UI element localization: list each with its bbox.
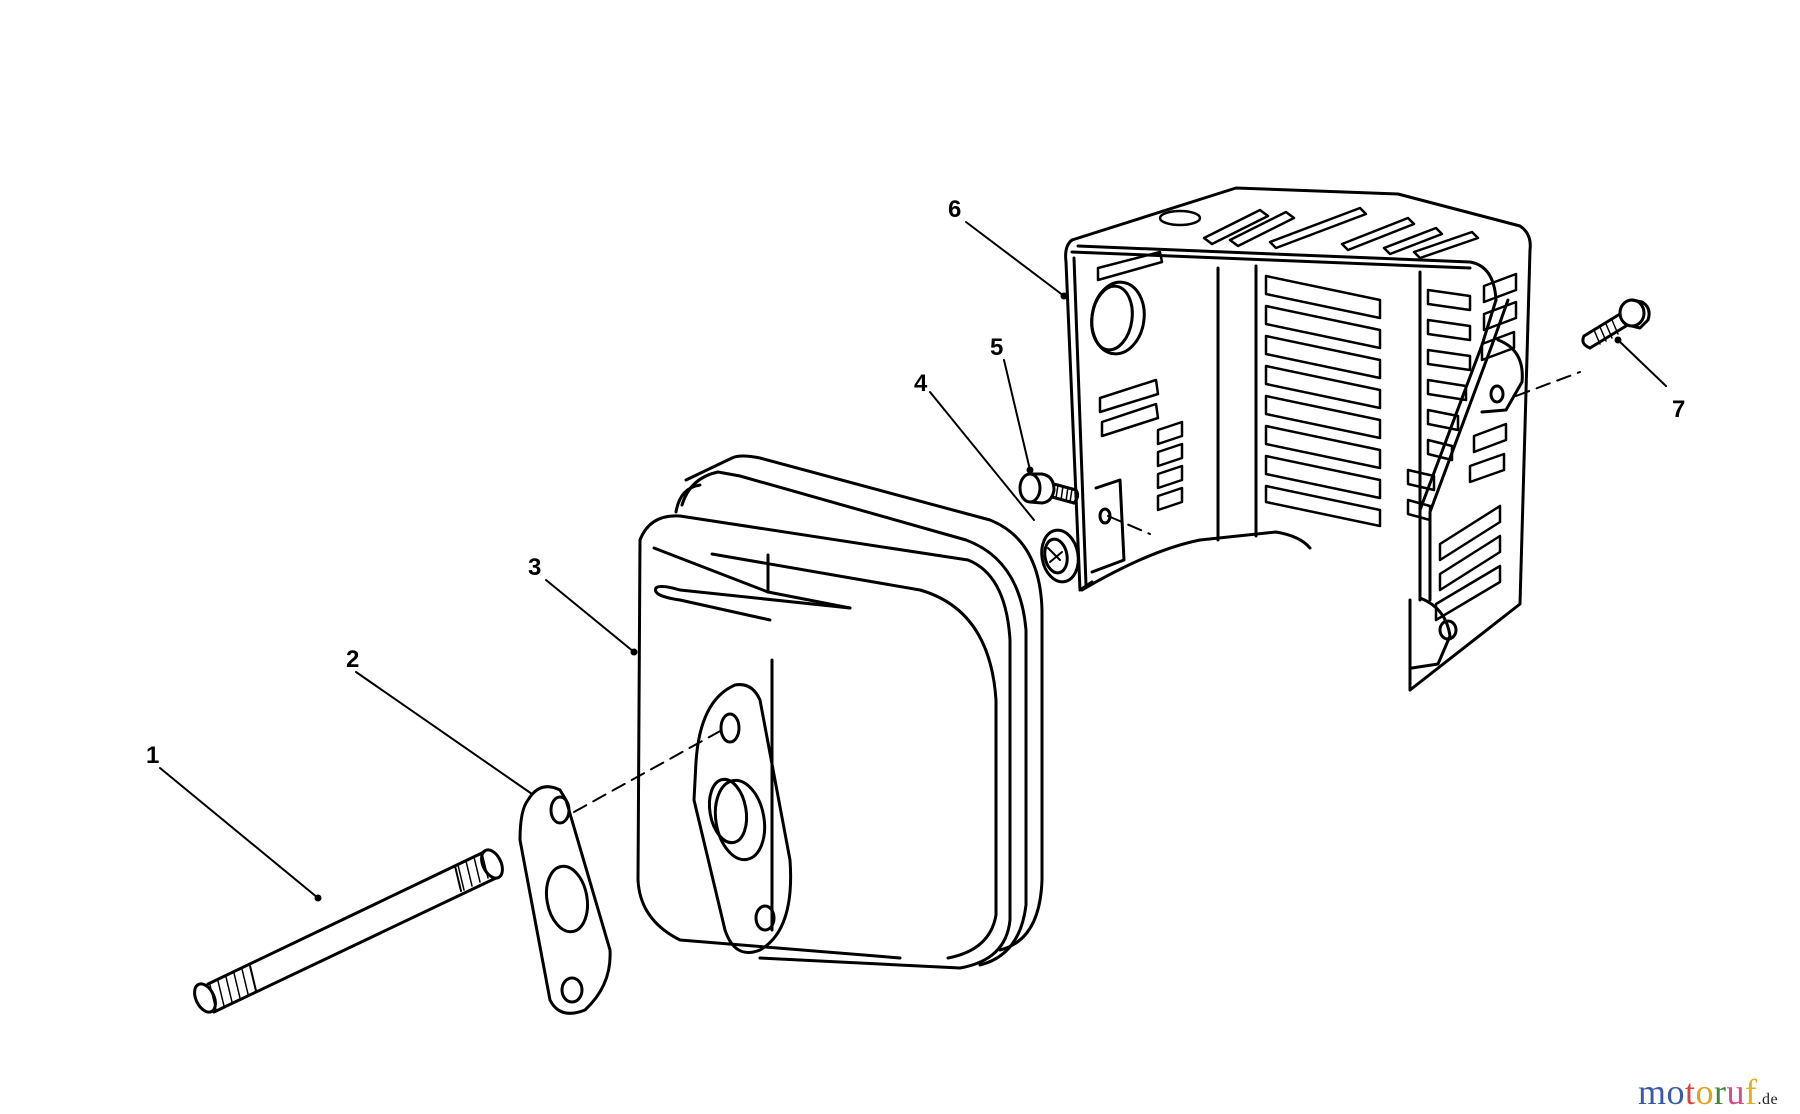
watermark-letter: u [1726,1072,1746,1112]
stud-part [193,848,504,1014]
leader-line-4 [929,391,1035,521]
callout-7: 7 [1672,396,1686,423]
watermark-letter: m [1638,1072,1667,1112]
leader-line-5 [1003,359,1031,471]
watermark-letter: r [1714,1072,1727,1112]
motoruf-watermark: motoruf.de [1638,1074,1778,1110]
lock-washer-part [1040,528,1080,584]
screw-5-part [1018,472,1080,505]
callout-4: 4 [914,370,928,397]
callout-5: 5 [990,334,1004,361]
callout-6: 6 [948,196,962,223]
leader-line-2 [355,671,533,795]
shield-back-slots [1264,274,1382,528]
muffler-part [636,454,1044,970]
muffler-shield-part [1064,186,1532,692]
watermark-letter: t [1685,1072,1696,1112]
shield-right-inner-slots [1406,288,1472,522]
assembly-lines [573,371,1581,813]
callout-1: 1 [146,742,160,769]
watermark-letter: f [1745,1072,1758,1112]
leader-line-3 [545,579,635,653]
leader-line-7 [1617,339,1667,387]
watermark-letter: o [1695,1072,1715,1112]
gasket-part [518,785,612,1015]
callout-3: 3 [528,554,542,581]
shield-top-slots [1158,206,1480,260]
shield-right-outer-slots [1434,272,1518,622]
leader-line-1 [159,767,319,899]
leader-line-6 [965,221,1065,297]
leader-lines [159,221,1667,902]
watermark-letter: o [1666,1072,1686,1112]
callout-2: 2 [346,646,360,673]
screw-7-part [1581,298,1651,350]
shield-left-slots [1096,250,1184,512]
watermark-suffix: .de [1757,1091,1779,1108]
